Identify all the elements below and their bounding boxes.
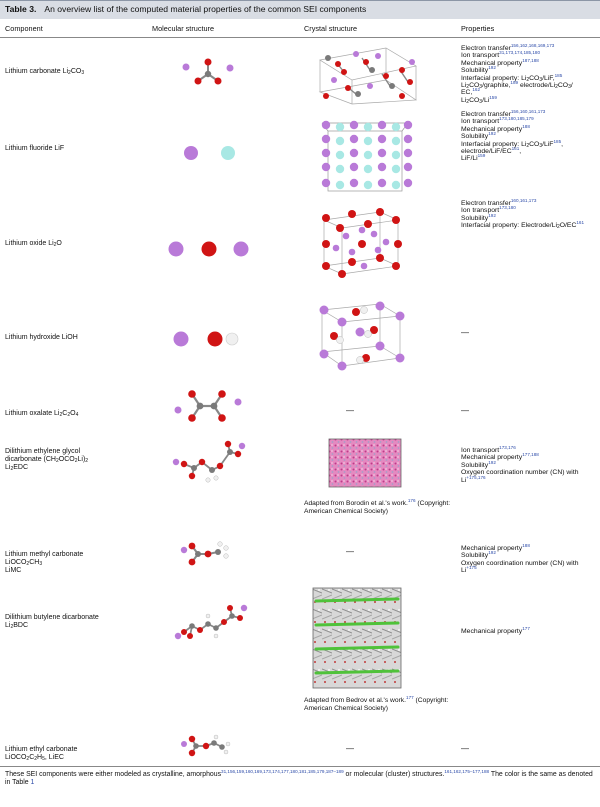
note-borodin: Adapted from Borodin et al.'s work.176 (… [304, 498, 451, 515]
li2co3-molecule [182, 58, 234, 85]
header-crystal: Crystal structure [304, 24, 358, 33]
component-li2co3: Lithium carbonate Li2CO3 [5, 68, 85, 76]
note-bedrov: Adapted from Bedrov et al.'s work.177 (C… [304, 695, 449, 712]
liec-molecule [181, 734, 231, 757]
table-title: An overview list of the computed materia… [44, 4, 367, 14]
properties-lioh-empty: — [461, 328, 469, 337]
header-component: Component [5, 24, 43, 33]
header-properties: Properties [461, 24, 495, 33]
component-lif: Lithium fluoride LiF [5, 145, 65, 152]
component-li2c2o4: Lithium oxalate Li2C2O4 [5, 410, 79, 418]
properties-li2edc: Ion transport173,176 Mechanical property… [461, 445, 579, 484]
li2edc-molecule [172, 440, 246, 483]
properties-li2c2o4-empty: — [461, 406, 469, 415]
lioh-crystal [319, 301, 405, 371]
caption-bar: Table 3. An overview list of the computed… [0, 0, 600, 19]
li2edc-amorphous-box [328, 438, 402, 488]
header-molecular: Molecular structure [152, 24, 215, 33]
lif-crystal [321, 120, 413, 192]
properties-li2bdc: Mechanical property177 [461, 626, 530, 635]
properties-li2co3: Electron transfer156,162,168,169,173 Ion… [461, 43, 573, 105]
li2c2o4-molecule [174, 390, 242, 422]
crystal-li2c2o4-empty: — [346, 406, 354, 415]
li2co3-crystal [318, 47, 418, 105]
lioh-molecule [173, 331, 239, 347]
component-li2o: Lithium oxide Li2O [5, 240, 62, 248]
component-li2bdc: Dilithium butylene dicarbonate Li2BDC [5, 614, 99, 631]
table-label: Table 3. [5, 4, 37, 14]
properties-li2o: Electron transfer160,161,173 Ion transpo… [461, 198, 585, 231]
table-caption: Table 3. An overview list of the computed… [5, 4, 366, 14]
component-liec: Lithium ethyl carbonate LiOCO2C2H5, LiEC [5, 746, 78, 763]
component-li2edc: Dilithium ethylene glycol dicarbonate (C… [5, 448, 89, 473]
li2bdc-molecule [174, 604, 248, 640]
properties-limc: Mechanical property188 Solubility192 Oxy… [461, 543, 579, 575]
properties-liec-empty: — [461, 744, 469, 753]
component-lioh: Lithium hydroxide LiOH [5, 334, 78, 341]
component-limc: Lithium methyl carbonate LiOCO2CH3 LiMC [5, 551, 84, 575]
lif-molecule [184, 146, 235, 160]
crystal-limc-empty: — [346, 547, 354, 556]
properties-lif: Electron transfer156,160,161,173 Ion tra… [461, 109, 564, 163]
limc-molecule [180, 541, 229, 566]
crystal-liec-empty: — [346, 744, 354, 753]
li2o-crystal [322, 208, 402, 278]
table-1-link[interactable]: 1 [30, 779, 35, 787]
li2bdc-amorphous-box [312, 587, 402, 689]
table-footnote: These SEI components were either modeled… [5, 769, 593, 787]
footer-rule [0, 766, 600, 767]
li2o-molecule [168, 241, 249, 257]
header-rule [0, 37, 600, 38]
